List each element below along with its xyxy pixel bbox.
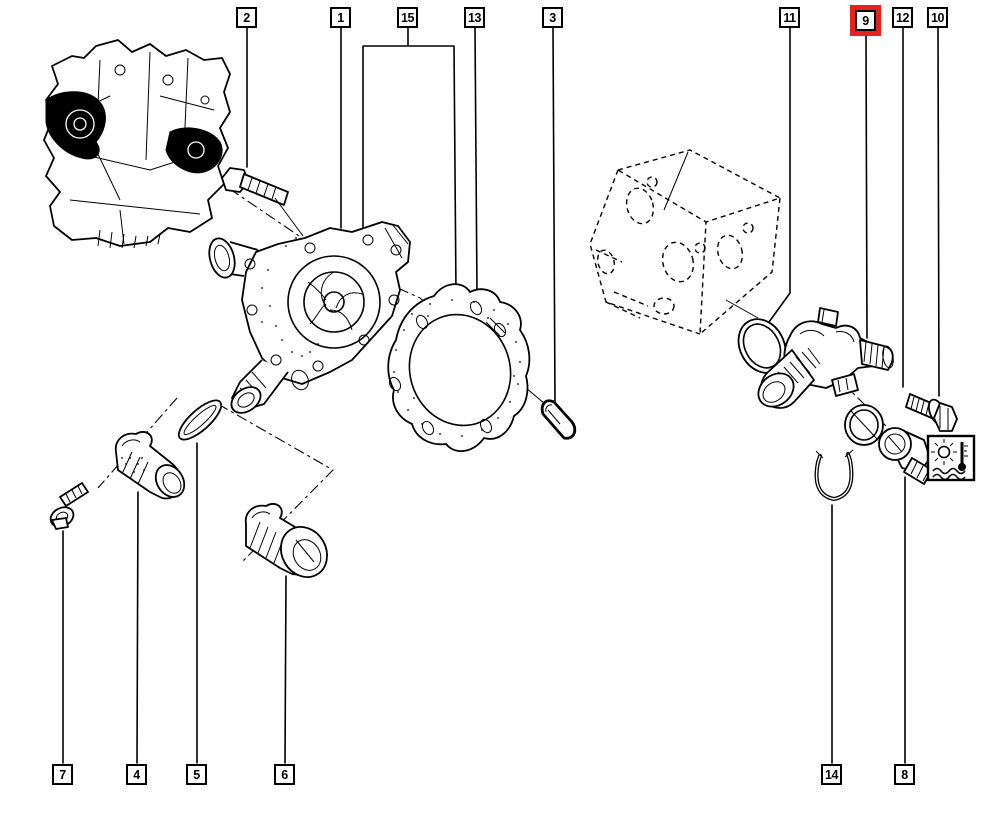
callout-label: 7 xyxy=(59,767,66,782)
callout-label: 11 xyxy=(783,10,796,25)
callout-label: 4 xyxy=(133,767,140,782)
callout-11[interactable]: 11 xyxy=(779,7,800,28)
callout-13[interactable]: 13 xyxy=(464,7,485,28)
coolant-temperature-icon xyxy=(926,434,976,482)
bolt-10-drawing xyxy=(905,393,958,432)
water-pump-drawing xyxy=(208,221,411,414)
callout-label: 3 xyxy=(549,10,556,25)
cylinder-head-dashed-drawing xyxy=(589,149,782,336)
gasket-5-drawing xyxy=(177,399,223,441)
callout-7[interactable]: 7 xyxy=(52,764,73,785)
plug-3-drawing xyxy=(540,399,577,440)
callout-12[interactable]: 12 xyxy=(892,7,913,28)
callout-9-highlighted[interactable]: 9 xyxy=(850,5,881,36)
retaining-clip-drawing xyxy=(814,449,854,502)
bolt-7-drawing xyxy=(49,482,89,530)
callout-10[interactable]: 10 xyxy=(927,7,948,28)
callout-5[interactable]: 5 xyxy=(186,764,207,785)
callout-label: 2 xyxy=(243,10,250,25)
pump-stipple xyxy=(261,237,319,357)
bolt-2-drawing xyxy=(221,167,304,237)
pipe-fitting-6-drawing xyxy=(244,503,328,578)
callout-label: 8 xyxy=(901,767,908,782)
gasket-stipple xyxy=(393,299,521,437)
callout-3[interactable]: 3 xyxy=(542,7,563,28)
callout-2[interactable]: 2 xyxy=(236,7,257,28)
callout-1[interactable]: 1 xyxy=(330,7,351,28)
callout-14[interactable]: 14 xyxy=(821,764,842,785)
callout-9[interactable]: 9 xyxy=(855,10,876,31)
callout-label: 10 xyxy=(931,10,944,25)
callout-label: 5 xyxy=(193,767,200,782)
callout-8[interactable]: 8 xyxy=(894,764,915,785)
o-ring-drawing xyxy=(737,318,787,374)
callout-label: 9 xyxy=(862,13,869,28)
callout-4[interactable]: 4 xyxy=(126,764,147,785)
thermostat-housing-drawing xyxy=(757,307,894,409)
engine-block-drawing xyxy=(43,39,231,249)
temperature-sensor-drawing xyxy=(878,427,933,485)
callout-label: 14 xyxy=(825,767,838,782)
callout-label: 6 xyxy=(281,767,288,782)
outlet-fitting-4-drawing xyxy=(114,431,186,500)
pump-gasket-drawing xyxy=(387,283,531,452)
seal-ring-drawing xyxy=(844,404,884,446)
leader-lines xyxy=(62,27,940,764)
callout-6[interactable]: 6 xyxy=(274,764,295,785)
callout-label: 1 xyxy=(337,10,344,25)
callout-label: 13 xyxy=(468,10,481,25)
callout-15[interactable]: 15 xyxy=(397,7,418,28)
callout-label: 15 xyxy=(401,10,414,25)
fitting4-stipple xyxy=(121,457,145,479)
callout-label: 12 xyxy=(896,10,909,25)
